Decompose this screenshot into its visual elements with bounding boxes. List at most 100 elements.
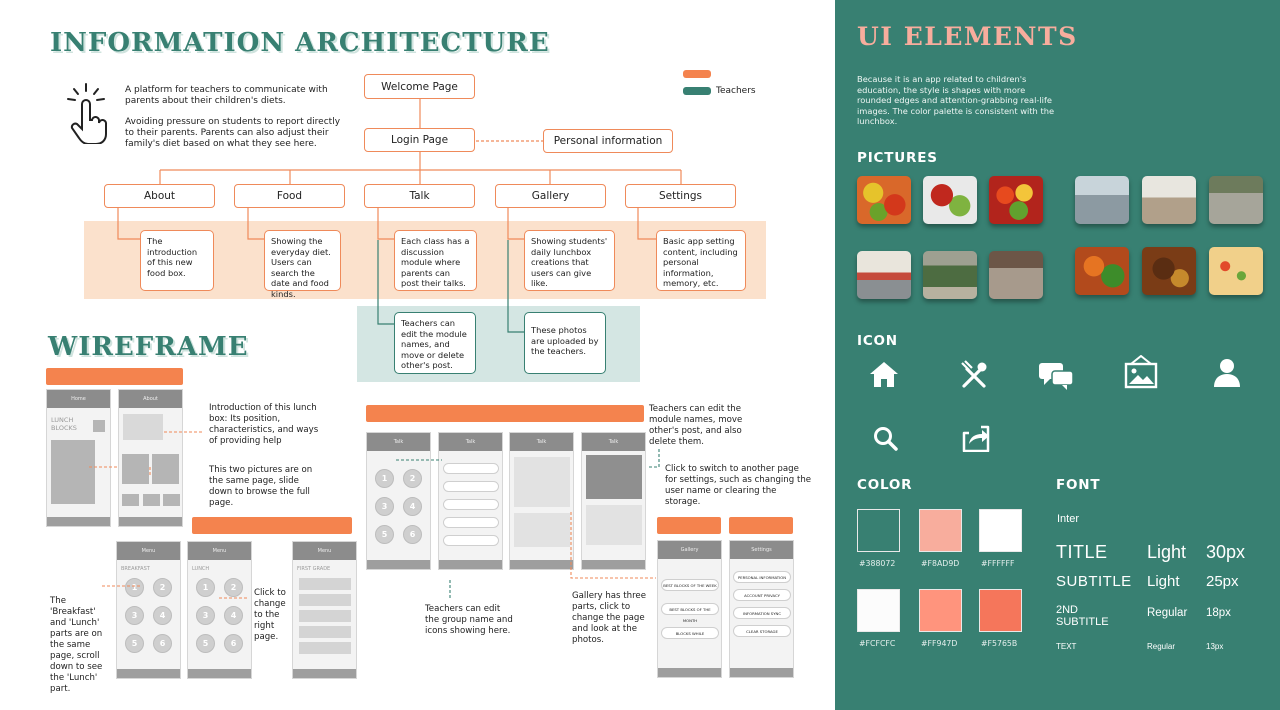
- nav-bar: [730, 668, 793, 677]
- node-gallery: Gallery: [495, 184, 606, 208]
- font-role-text: TEXT: [1056, 642, 1077, 651]
- node-talk: Talk: [364, 184, 475, 208]
- day-circle[interactable]: 6: [224, 634, 243, 653]
- post-pill[interactable]: [443, 535, 499, 546]
- settings-personal-button[interactable]: PERSONAL INFORMATION: [733, 571, 791, 583]
- font-name: Inter: [1057, 513, 1080, 525]
- picture-canteen-2: [1142, 176, 1196, 224]
- font-weight-subtitle: Light: [1147, 573, 1180, 590]
- detail-food: Showing the everyday diet. Users can sea…: [264, 230, 341, 299]
- group-circle[interactable]: 1: [375, 469, 394, 488]
- day-circle[interactable]: 3: [125, 606, 144, 625]
- gray-block: [514, 513, 570, 547]
- right-panel: UI ELEMENTS Because it is an app related…: [835, 0, 1280, 710]
- ui-description: Because it is an app related to children…: [857, 74, 1055, 127]
- note-gallery: Gallery has three parts, click to change…: [572, 591, 646, 645]
- day-circle[interactable]: 5: [125, 634, 144, 653]
- picture-salad: [923, 176, 977, 224]
- settings-privacy-button[interactable]: ACCOUNT PRIVACY: [733, 589, 791, 601]
- font-size-title: 30px: [1206, 542, 1246, 562]
- detail-settings: Basic app setting content, including per…: [656, 230, 746, 291]
- wireframe-menu-first-grade: Menu FIRST GRADE: [292, 541, 357, 679]
- swatch-5: [919, 589, 962, 632]
- detail-gallery-teacher: These photos are uploaded by the teacher…: [524, 312, 606, 374]
- post-pill[interactable]: [443, 481, 499, 492]
- day-circle[interactable]: 4: [224, 606, 243, 625]
- nav-bar: [510, 560, 573, 569]
- search-icon: [874, 427, 898, 451]
- day-circle[interactable]: 1: [125, 578, 144, 597]
- utensils-icon: [961, 360, 987, 388]
- wireframe-gallery: Gallery BEST BLOCKS OF THE WEEK BEST BLO…: [657, 540, 722, 678]
- ia-intro-2: Avoiding pressure on students to report …: [125, 117, 341, 149]
- gallery-month-button[interactable]: BEST BLOCKS OF THE MONTH: [661, 603, 719, 623]
- note-group: Teachers can edit the group name and ico…: [425, 604, 513, 636]
- day-circle[interactable]: 2: [153, 578, 172, 597]
- nav-bar: [117, 669, 180, 678]
- picture-canteen-1: [1075, 176, 1129, 224]
- font-size-text: 13px: [1206, 642, 1224, 651]
- nav-bar: [293, 669, 356, 678]
- settings-clear-button[interactable]: CLEAR STORAGE: [733, 625, 791, 637]
- group-circle[interactable]: 3: [375, 497, 394, 516]
- post-pill[interactable]: [443, 463, 499, 474]
- day-circle[interactable]: 5: [196, 634, 215, 653]
- group-circle[interactable]: 4: [403, 497, 422, 516]
- font-weight-title: Light: [1147, 542, 1187, 562]
- settings-sync-button[interactable]: INFORMATION SYNC: [733, 607, 791, 619]
- detail-talk: Each class has a discussion module where…: [394, 230, 477, 291]
- day-circle[interactable]: 6: [153, 634, 172, 653]
- nav-bar: [47, 517, 110, 526]
- group-circle[interactable]: 6: [403, 525, 422, 544]
- wireframe-settings: Settings PERSONAL INFORMATION ACCOUNT PR…: [729, 540, 794, 678]
- node-personal-info: Personal information: [543, 129, 673, 153]
- gray-block: [586, 455, 642, 499]
- gallery-week-button[interactable]: BEST BLOCKS OF THE WEEK: [661, 579, 719, 591]
- user-icon: [1214, 359, 1240, 387]
- node-login: Login Page: [364, 128, 475, 152]
- picture-fruit-2: [989, 176, 1043, 224]
- screen-title: Menu: [117, 542, 180, 560]
- wireframe-about: About: [118, 389, 183, 527]
- nav-bar: [658, 668, 721, 677]
- group-circle[interactable]: 2: [403, 469, 422, 488]
- swatch-2: [919, 509, 962, 552]
- note-pictures: This two pictures are on the same page, …: [209, 465, 313, 508]
- note-lunchbox: Introduction of this lunch box: Its posi…: [209, 403, 319, 446]
- picture-dining-3: [989, 251, 1043, 299]
- gray-block: [123, 414, 163, 440]
- ia-title: INFORMATION ARCHITECTURE: [50, 28, 550, 58]
- day-circle[interactable]: 4: [153, 606, 172, 625]
- day-circle[interactable]: 1: [196, 578, 215, 597]
- wireframe-menu-lunch: Menu LUNCH 1 2 3 4 5 6: [187, 541, 252, 679]
- note-click: Click to change to the right page.: [254, 588, 286, 642]
- home-icon: [870, 362, 898, 387]
- note-breakfast: The 'Breakfast' and 'Lunch' parts are on…: [50, 596, 103, 694]
- screen-title: Menu: [188, 542, 251, 560]
- day-circle[interactable]: 2: [224, 578, 243, 597]
- color-heading: COLOR: [857, 477, 913, 493]
- post-pill[interactable]: [443, 499, 499, 510]
- wireframe-title: WIREFRAME: [48, 332, 249, 362]
- gray-block: [299, 594, 351, 606]
- node-food: Food: [234, 184, 345, 208]
- swatch-1-label: #388072: [859, 559, 896, 568]
- gallery-while-button[interactable]: BLOCKS WHILE: [661, 627, 719, 639]
- gray-block: [93, 420, 105, 432]
- wireframe-talk-4: Talk: [581, 432, 646, 570]
- wireframe-home: Home LUNCH BLOCKS: [46, 389, 111, 527]
- day-circle[interactable]: 3: [196, 606, 215, 625]
- screen-title: Home: [47, 390, 110, 408]
- gallery-icon: [1124, 355, 1158, 389]
- gray-block: [143, 494, 160, 506]
- bar-settings: [729, 517, 793, 534]
- post-pill[interactable]: [443, 517, 499, 528]
- swatch-3-label: #FFFFFF: [981, 559, 1015, 568]
- legend-teachers-label: Teachers: [716, 86, 756, 96]
- swatch-5-label: #FF947D: [921, 639, 958, 648]
- group-circle[interactable]: 5: [375, 525, 394, 544]
- icon-heading: ICON: [857, 333, 898, 349]
- picture-vegetables: [1075, 247, 1129, 295]
- gray-block: [122, 494, 139, 506]
- detail-talk-teacher: Teachers can edit the module names, and …: [394, 312, 476, 374]
